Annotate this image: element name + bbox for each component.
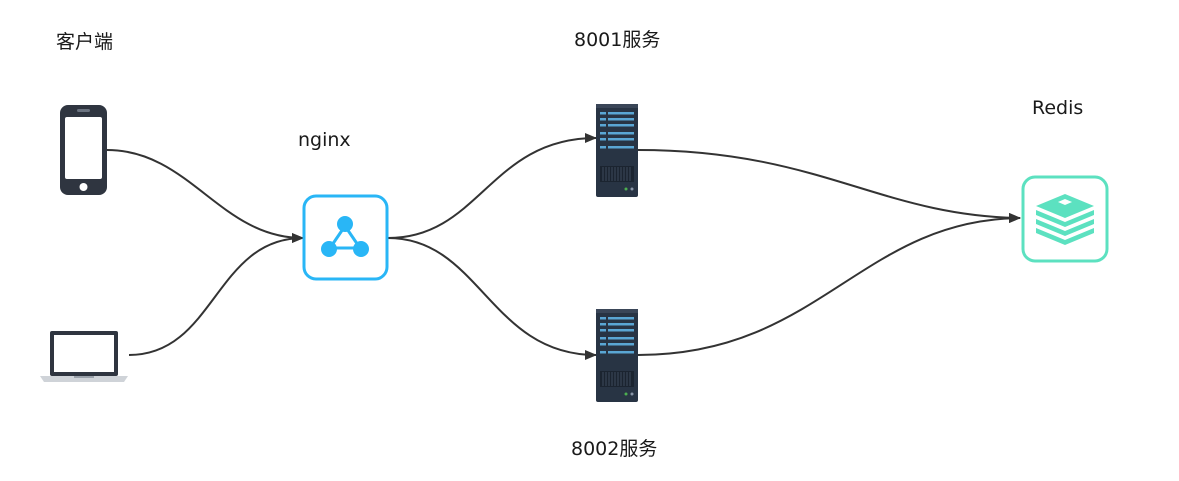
smartphone-icon <box>60 105 107 195</box>
redis-label: Redis <box>1032 97 1084 119</box>
nginx-label: nginx <box>298 129 351 151</box>
edge-laptop-to-nginx <box>128 233 304 356</box>
edge-nginx-to-server-8002 <box>387 237 597 360</box>
server-8002-icon <box>596 309 638 402</box>
server-8002-label: 8002服务 <box>571 438 658 460</box>
edge-phone-to-nginx <box>106 149 304 243</box>
edge-server-8002-to-redis <box>637 213 1021 356</box>
server-8001-icon <box>596 104 638 197</box>
redis-database-icon <box>1021 175 1109 263</box>
client-label: 客户端 <box>56 31 114 53</box>
nginx-load-balancer-icon <box>302 194 389 281</box>
edge-server-8001-to-redis <box>637 149 1021 223</box>
server-8001-label: 8001服务 <box>574 29 661 51</box>
laptop-icon <box>40 331 128 382</box>
edge-nginx-to-server-8001 <box>387 133 597 239</box>
edges <box>106 133 1021 360</box>
